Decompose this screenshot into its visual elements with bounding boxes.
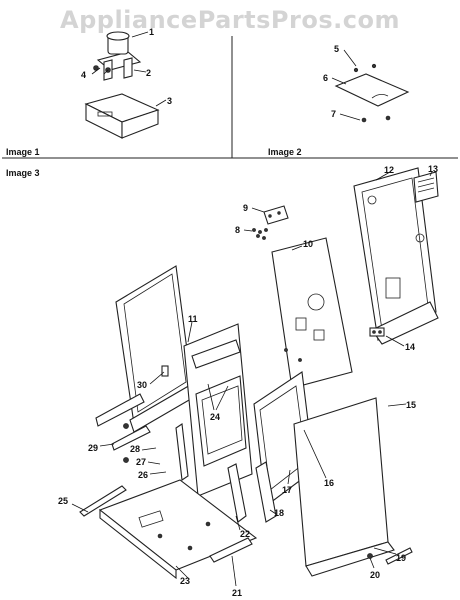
- callout-24: 24: [210, 412, 220, 422]
- screws: [252, 228, 268, 240]
- callout-25: 25: [58, 496, 68, 506]
- callout-10: 10: [303, 239, 313, 249]
- left-side-panel: [115, 265, 197, 433]
- image1-caption: Image 1: [6, 147, 40, 157]
- callout-19: 19: [396, 553, 406, 563]
- image3-caption: Image 3: [6, 168, 40, 178]
- callout-12: 12: [384, 165, 394, 175]
- callout-6: 6: [323, 73, 328, 83]
- callout-7: 7: [331, 109, 336, 119]
- callout-18: 18: [274, 508, 284, 518]
- outer-side-panel: [293, 397, 395, 577]
- callout-14: 14: [405, 342, 415, 352]
- hardware: [123, 423, 373, 559]
- image2-caption: Image 2: [268, 147, 302, 157]
- valve-assembly: [93, 31, 142, 81]
- callout-9: 9: [243, 203, 248, 213]
- callout-13: 13: [428, 164, 438, 174]
- terminal-block: [369, 327, 385, 337]
- front-frame: [183, 323, 253, 497]
- base-pan: [98, 479, 258, 580]
- callout-2: 2: [146, 68, 151, 78]
- rear-wall-panel: [353, 167, 439, 345]
- callout-15: 15: [406, 400, 416, 410]
- callout-23: 23: [180, 576, 190, 586]
- valve-bracket: [84, 93, 160, 139]
- inner-rear-panel: [271, 237, 353, 389]
- watermark: AppliancePartsPros.com: [60, 6, 400, 34]
- callout-28: 28: [130, 444, 140, 454]
- callout-20: 20: [370, 570, 380, 580]
- callout-22: 22: [240, 529, 250, 539]
- callout-21: 21: [232, 588, 242, 598]
- callout-1: 1: [149, 27, 154, 37]
- callout-5: 5: [334, 44, 339, 54]
- callout-27: 27: [136, 457, 146, 467]
- leader-lines: [71, 31, 433, 587]
- callout-3: 3: [167, 96, 172, 106]
- callout-11: 11: [188, 314, 198, 324]
- callout-8: 8: [235, 225, 240, 235]
- callout-4: 4: [81, 70, 86, 80]
- small-bracket: [263, 205, 289, 225]
- rating-label: [413, 171, 439, 203]
- callout-30: 30: [137, 380, 147, 390]
- callout-labels: 1 2 3 4 5 6 7 8 9 10 11 12 13 14 15 16 1…: [58, 27, 438, 598]
- rails: [79, 393, 413, 565]
- callout-29: 29: [88, 443, 98, 453]
- mount-bracket: [334, 63, 410, 123]
- callout-26: 26: [138, 470, 148, 480]
- callout-16: 16: [324, 478, 334, 488]
- callout-17: 17: [282, 485, 292, 495]
